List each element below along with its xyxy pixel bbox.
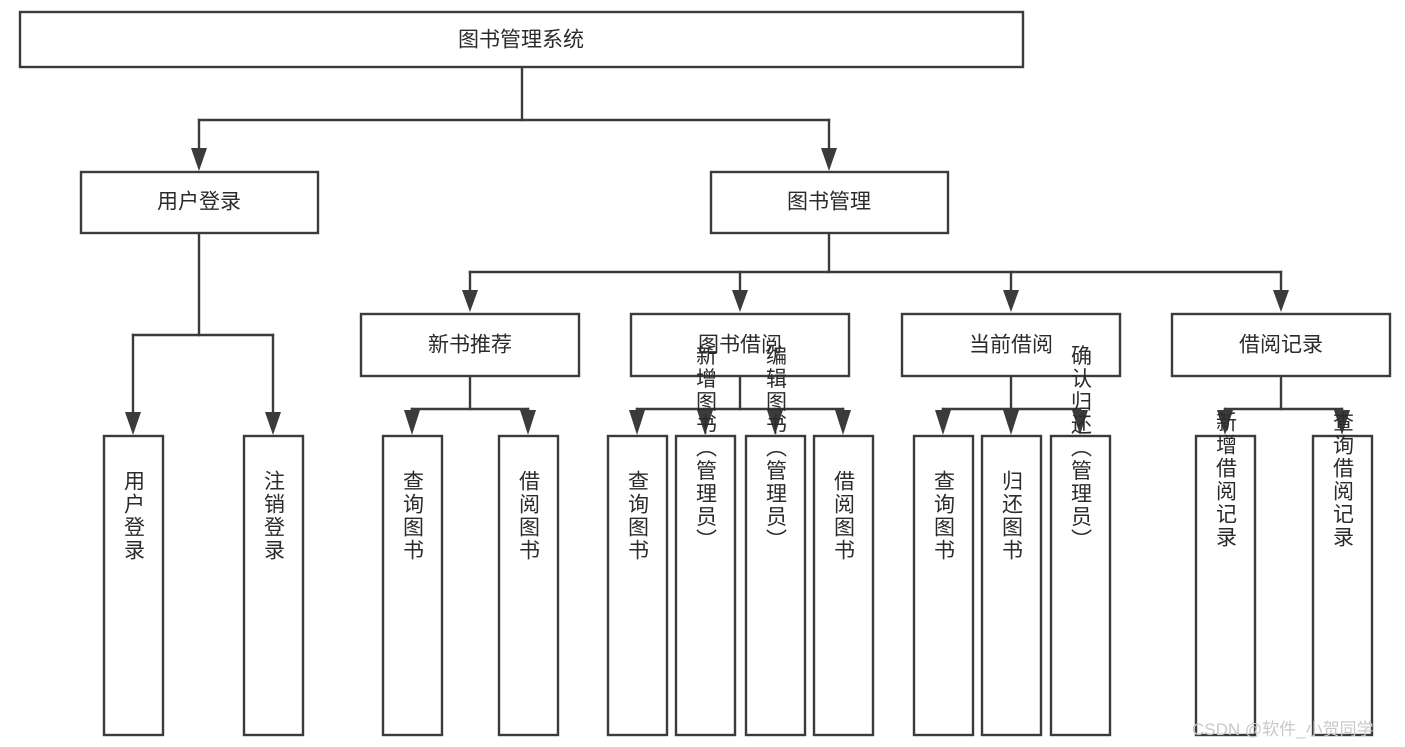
node-leaf-add-borrow-record-box[interactable] xyxy=(1194,434,1257,737)
arrow-head-leaf-user-logout xyxy=(265,412,281,435)
node-leaf-confirm-return-admin-box[interactable] xyxy=(1049,434,1112,737)
node-leaf-query-book-1-box[interactable] xyxy=(381,434,444,737)
node-leaf-query-book-3-label: 查询图书 xyxy=(932,470,956,562)
node-leaf-user-logout[interactable]: 注销登录 xyxy=(242,434,305,737)
node-leaf-edit-book-admin-box[interactable] xyxy=(744,434,807,737)
node-leaf-query-book-1-label: 查询图书 xyxy=(401,470,425,562)
arrow-head-leaf-query-borrow-record xyxy=(1334,410,1350,435)
node-user-login[interactable]: 用户登录 xyxy=(79,170,320,235)
node-leaf-borrow-book-1-label: 借阅图书 xyxy=(517,470,541,562)
node-leaf-query-borrow-record-label: 查询借阅记录 xyxy=(1331,411,1355,549)
arrow-head-leaf-query-book-1 xyxy=(404,410,420,435)
node-leaf-query-book-1[interactable]: 查询图书 xyxy=(381,434,444,737)
node-book-borrow-box[interactable] xyxy=(629,312,851,378)
arrow-head-leaf-add-borrow-record xyxy=(1217,410,1233,435)
node-new-book-recommend-box[interactable] xyxy=(359,312,581,378)
node-new-book-recommend[interactable]: 新书推荐 xyxy=(359,312,581,378)
node-leaf-user-login[interactable]: 用户登录 xyxy=(102,434,165,737)
node-borrow-record[interactable]: 借阅记录 xyxy=(1170,312,1392,378)
node-current-borrow-label: 当前借阅 xyxy=(969,334,1053,357)
node-leaf-query-book-2-label: 查询图书 xyxy=(626,470,650,562)
arrow-head-user-login xyxy=(191,148,207,171)
node-leaf-query-book-2[interactable]: 查询图书 xyxy=(606,434,669,737)
arrow-head-leaf-query-book-2 xyxy=(629,410,645,435)
arrow-head-book-borrow xyxy=(732,290,748,312)
node-book-management-label: 图书管理 xyxy=(787,191,871,214)
node-root-box[interactable] xyxy=(18,10,1025,69)
node-leaf-borrow-book-1-box[interactable] xyxy=(497,434,560,737)
arrow-head-leaf-borrow-book-2 xyxy=(835,410,851,435)
arrow-head-leaf-query-book-3 xyxy=(935,410,951,435)
node-leaf-add-book-admin-label: 新增图书（管理员） xyxy=(694,345,718,552)
node-book-management-box[interactable] xyxy=(709,170,950,235)
node-leaf-borrow-book-2[interactable]: 借阅图书 xyxy=(812,434,875,737)
node-leaf-confirm-return-admin-label: 确认归还（管理员） xyxy=(1069,345,1093,552)
node-book-borrow[interactable]: 图书借阅 xyxy=(629,312,851,378)
node-leaf-add-book-admin-box[interactable] xyxy=(674,434,737,737)
node-new-book-recommend-label: 新书推荐 xyxy=(428,334,512,357)
node-leaf-borrow-book-1[interactable]: 借阅图书 xyxy=(497,434,560,737)
node-leaf-add-borrow-record[interactable]: 新增借阅记录 xyxy=(1194,411,1257,737)
node-leaf-add-book-admin[interactable]: 新增图书（管理员） xyxy=(674,345,737,737)
node-leaf-query-borrow-record-box[interactable] xyxy=(1311,434,1374,737)
node-leaf-query-borrow-record[interactable]: 查询借阅记录 xyxy=(1311,411,1374,737)
node-leaf-add-borrow-record-label: 新增借阅记录 xyxy=(1214,411,1238,549)
arrow-head-borrow-record xyxy=(1273,290,1289,312)
arrow-head-leaf-confirm-return-admin xyxy=(1072,410,1088,435)
arrow-head-new-book-recommend xyxy=(462,290,478,312)
arrow-head-current-borrow xyxy=(1003,290,1019,312)
node-root-label: 图书管理系统 xyxy=(458,29,584,52)
node-leaf-user-login-box[interactable] xyxy=(102,434,165,737)
arrow-head-leaf-borrow-book-1 xyxy=(520,410,536,435)
node-leaf-user-logout-box[interactable] xyxy=(242,434,305,737)
node-leaf-borrow-book-2-box[interactable] xyxy=(812,434,875,737)
node-leaf-user-logout-label: 注销登录 xyxy=(262,470,286,562)
node-current-borrow-box[interactable] xyxy=(900,312,1122,378)
node-book-borrow-label: 图书借阅 xyxy=(698,334,782,357)
node-leaf-return-book-box[interactable] xyxy=(980,434,1043,737)
node-leaf-confirm-return-admin[interactable]: 确认归还（管理员） xyxy=(1049,345,1112,737)
node-leaf-return-book-label: 归还图书 xyxy=(1000,470,1024,562)
arrow-head-book-management xyxy=(821,148,837,171)
node-leaf-borrow-book-2-label: 借阅图书 xyxy=(832,470,856,562)
node-leaf-user-login-label: 用户登录 xyxy=(122,470,146,562)
arrow-head-leaf-add-book-admin xyxy=(697,410,713,435)
node-leaf-query-book-2-box[interactable] xyxy=(606,434,669,737)
node-leaf-edit-book-admin-label: 编辑图书（管理员） xyxy=(764,345,788,552)
node-borrow-record-label: 借阅记录 xyxy=(1239,334,1323,357)
node-user-login-box[interactable] xyxy=(79,170,320,235)
arrow-head-leaf-return-book xyxy=(1003,410,1019,435)
node-leaf-query-book-3-box[interactable] xyxy=(912,434,975,737)
arrow-head-leaf-user-login xyxy=(125,412,141,435)
node-root[interactable]: 图书管理系统 xyxy=(18,10,1025,69)
node-user-login-label: 用户登录 xyxy=(157,191,241,214)
node-leaf-edit-book-admin[interactable]: 编辑图书（管理员） xyxy=(744,345,807,737)
node-book-management[interactable]: 图书管理 xyxy=(709,170,950,235)
node-borrow-record-box[interactable] xyxy=(1170,312,1392,378)
node-current-borrow[interactable]: 当前借阅 xyxy=(900,312,1122,378)
connector-layer xyxy=(125,65,1350,435)
csdn-watermark: CSDN @软件_小贺同学 xyxy=(1192,720,1374,739)
node-leaf-return-book[interactable]: 归还图书 xyxy=(980,434,1043,737)
node-leaf-query-book-3[interactable]: 查询图书 xyxy=(912,434,975,737)
arrow-head-leaf-edit-book-admin xyxy=(767,410,783,435)
